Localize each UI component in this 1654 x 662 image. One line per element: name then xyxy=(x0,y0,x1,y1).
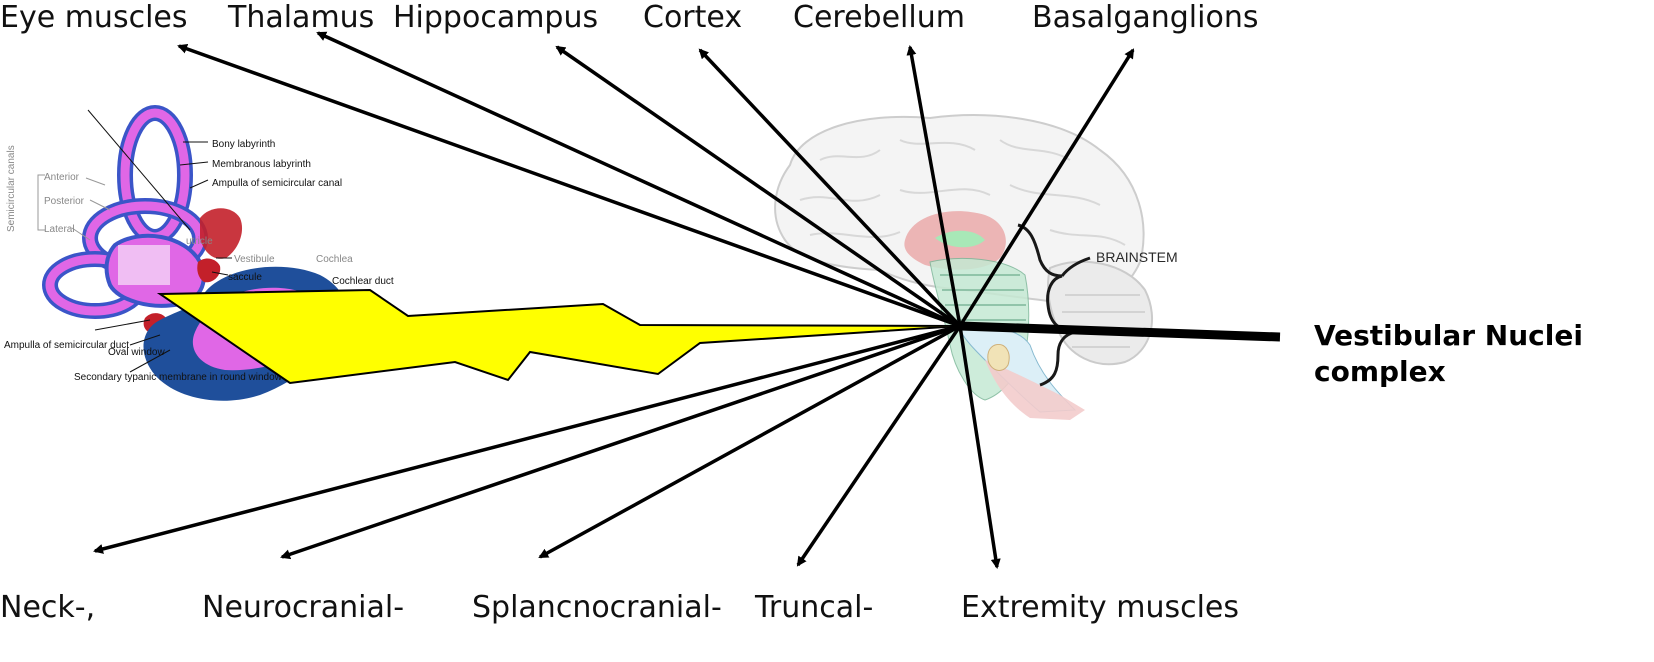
vestibular-nuclei-line2: complex xyxy=(1314,355,1446,388)
ear-label-semicircular: Semicircular canals xyxy=(6,145,17,232)
arrow-cortex xyxy=(698,48,962,328)
limbic-region xyxy=(935,230,985,248)
medulla-region xyxy=(985,360,1085,420)
ear-label-cochlea: Cochlea xyxy=(316,254,353,265)
ear-label-cochlear-duct: Cochlear duct xyxy=(332,276,394,287)
ear-label-membranous: Membranous labyrinth xyxy=(212,159,311,170)
arrow-hippocampus xyxy=(555,45,961,328)
target-cerebellum: Cerebellum xyxy=(793,0,965,35)
brainstem-bracket xyxy=(1017,223,1076,387)
target-hippocampus: Hippocampus xyxy=(393,0,599,35)
ampulla-red xyxy=(200,208,243,259)
arrow-thalamus xyxy=(316,31,961,328)
arrow-eye-muscles xyxy=(177,43,961,328)
ear-label-anterior: Anterior xyxy=(44,172,80,183)
ear-label-utricle: utricle xyxy=(186,236,213,247)
arrow-basalganglions xyxy=(958,48,1135,327)
ear-label-ampulla-canal: Ampulla of semicircular canal xyxy=(212,178,342,189)
target-truncal: Truncal- xyxy=(755,590,874,625)
signal-bolt xyxy=(156,288,961,385)
arrow-truncal xyxy=(796,325,962,567)
target-eye-muscles: Eye muscles xyxy=(0,0,188,35)
target-extremity-muscles: Extremity muscles xyxy=(961,590,1239,625)
ear-label-bony: Bony labyrinth xyxy=(212,139,275,150)
vestibular-nuclei-label: Vestibular Nuclei complex xyxy=(1314,318,1583,390)
arrow-splancnocranial xyxy=(538,324,961,559)
saccule-red xyxy=(197,258,221,283)
ear-label-oval-window: Oval window xyxy=(108,347,165,358)
target-cortex: Cortex xyxy=(643,0,743,35)
arrow-extremity xyxy=(958,325,1001,569)
target-splancnocranial: Splancnocranial- xyxy=(472,590,722,625)
projection-arrows xyxy=(93,31,1135,569)
arrow-neck xyxy=(93,324,961,554)
target-basalganglions: Basalganglions xyxy=(1032,0,1259,35)
ear-label-saccule: saccule xyxy=(228,272,262,283)
ear-label-lateral: Lateral xyxy=(44,224,75,235)
target-neurocranial: Neurocranial- xyxy=(202,590,405,625)
target-thalamus: Thalamus xyxy=(228,0,375,35)
vestibular-nuclei-line1: Vestibular Nuclei xyxy=(1314,319,1583,352)
arrow-cerebellum xyxy=(906,45,962,327)
ear-label-vestibule: Vestibule xyxy=(234,254,275,265)
folia xyxy=(1062,294,1145,348)
ear-label-secondary-membrane: Secondary typanic membrane in round wind… xyxy=(74,372,283,383)
arrow-neurocranial xyxy=(280,324,961,560)
ear-label-posterior: Posterior xyxy=(44,196,85,207)
vestibular-nuclei-pointer xyxy=(959,321,1281,342)
brainstem-label: BRAINSTEM xyxy=(1096,249,1178,265)
target-neck: Neck-, xyxy=(0,590,96,625)
ear-label-ampulla-duct: Ampulla of semicircular duct xyxy=(4,340,129,351)
